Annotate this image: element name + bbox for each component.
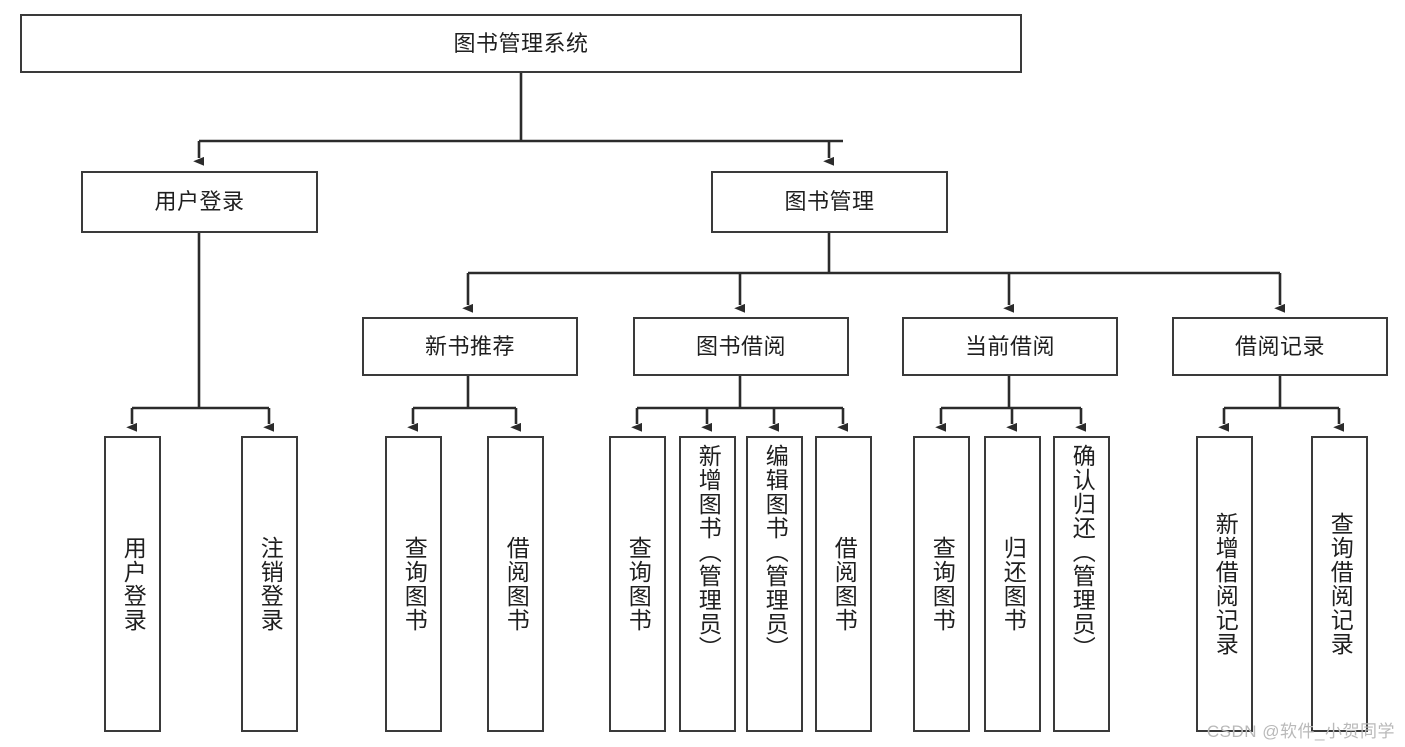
node-book-borrow[interactable]: 图书借阅 bbox=[633, 317, 849, 376]
node-current-borrow[interactable]: 当前借阅 bbox=[902, 317, 1118, 376]
node-leaf-return-book-label: 归还图书 bbox=[1000, 536, 1027, 632]
node-leaf-confirm-return[interactable]: 确认归还（管理员） bbox=[1053, 436, 1110, 732]
node-leaf-borrow-book-2[interactable]: 借阅图书 bbox=[815, 436, 872, 732]
node-leaf-confirm-return-label: 确认归还（管理员） bbox=[1069, 444, 1096, 660]
node-root[interactable]: 图书管理系统 bbox=[20, 14, 1022, 73]
node-leaf-return-book[interactable]: 归还图书 bbox=[984, 436, 1041, 732]
node-root-label: 图书管理系统 bbox=[453, 30, 589, 56]
node-leaf-query-book-2[interactable]: 查询图书 bbox=[609, 436, 666, 732]
node-leaf-add-book[interactable]: 新增图书（管理员） bbox=[679, 436, 736, 732]
node-new-book-recommend-label: 新书推荐 bbox=[424, 333, 515, 359]
node-leaf-logout-label: 注销登录 bbox=[257, 536, 284, 632]
node-leaf-edit-book-label: 编辑图书（管理员） bbox=[762, 444, 789, 660]
csdn-watermark: CSDN @软件_小贺同学 bbox=[1206, 722, 1395, 741]
node-leaf-add-book-label: 新增图书（管理员） bbox=[695, 444, 722, 660]
node-book-borrow-label: 图书借阅 bbox=[695, 333, 786, 359]
node-current-borrow-label: 当前借阅 bbox=[964, 333, 1055, 359]
node-leaf-borrow-book-1[interactable]: 借阅图书 bbox=[487, 436, 544, 732]
node-leaf-query-book-3-label: 查询图书 bbox=[929, 536, 956, 632]
node-leaf-borrow-book-2-label: 借阅图书 bbox=[831, 536, 858, 632]
node-book-manage-label: 图书管理 bbox=[784, 189, 875, 215]
node-leaf-add-record-label: 新增借阅记录 bbox=[1212, 512, 1239, 656]
node-leaf-query-record-label: 查询借阅记录 bbox=[1327, 512, 1354, 656]
node-book-manage[interactable]: 图书管理 bbox=[711, 171, 948, 233]
node-leaf-query-book-3[interactable]: 查询图书 bbox=[913, 436, 970, 732]
node-leaf-query-book-1-label: 查询图书 bbox=[401, 536, 428, 632]
node-leaf-user-login[interactable]: 用户登录 bbox=[104, 436, 161, 732]
node-user-login[interactable]: 用户登录 bbox=[81, 171, 318, 233]
node-leaf-query-book-1[interactable]: 查询图书 bbox=[385, 436, 442, 732]
node-leaf-edit-book[interactable]: 编辑图书（管理员） bbox=[746, 436, 803, 732]
node-new-book-recommend[interactable]: 新书推荐 bbox=[362, 317, 578, 376]
node-borrow-record[interactable]: 借阅记录 bbox=[1172, 317, 1388, 376]
node-leaf-borrow-book-1-label: 借阅图书 bbox=[503, 536, 530, 632]
node-leaf-user-login-label: 用户登录 bbox=[120, 536, 147, 632]
node-leaf-add-record[interactable]: 新增借阅记录 bbox=[1196, 436, 1253, 732]
node-leaf-query-book-2-label: 查询图书 bbox=[625, 536, 652, 632]
node-leaf-query-record[interactable]: 查询借阅记录 bbox=[1311, 436, 1368, 732]
node-leaf-logout[interactable]: 注销登录 bbox=[241, 436, 298, 732]
node-borrow-record-label: 借阅记录 bbox=[1234, 333, 1325, 359]
node-user-login-label: 用户登录 bbox=[154, 189, 245, 215]
